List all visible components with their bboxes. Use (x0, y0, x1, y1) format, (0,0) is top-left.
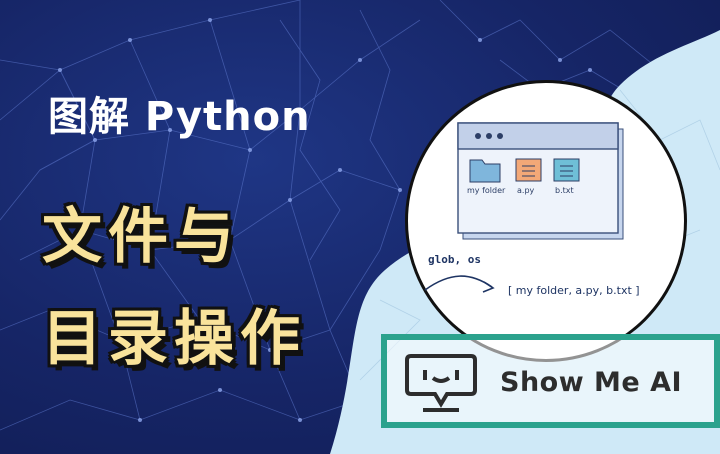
file-label-folder: my folder (467, 186, 506, 195)
title-line2: 文件与 (42, 202, 240, 272)
result-list: [ my folder, a.py, b.txt ] (508, 284, 640, 297)
window-dot-icon (475, 133, 481, 139)
file-label-a: a.py (517, 186, 535, 195)
brand-name: Show Me AI (500, 367, 683, 398)
text-file-icon (553, 158, 580, 182)
command-label: glob, os (428, 253, 481, 266)
title-line1: 图解 Python (48, 94, 311, 140)
arrow-icon (424, 275, 493, 291)
python-file-icon (515, 158, 542, 182)
title-line3: 目录操作 (42, 304, 306, 374)
robot-face-icon (405, 354, 477, 412)
brand-logo-box: Show Me AI (381, 334, 720, 428)
window-titlebar (457, 122, 619, 150)
folder-icon (469, 159, 501, 183)
file-label-b: b.txt (555, 186, 574, 195)
